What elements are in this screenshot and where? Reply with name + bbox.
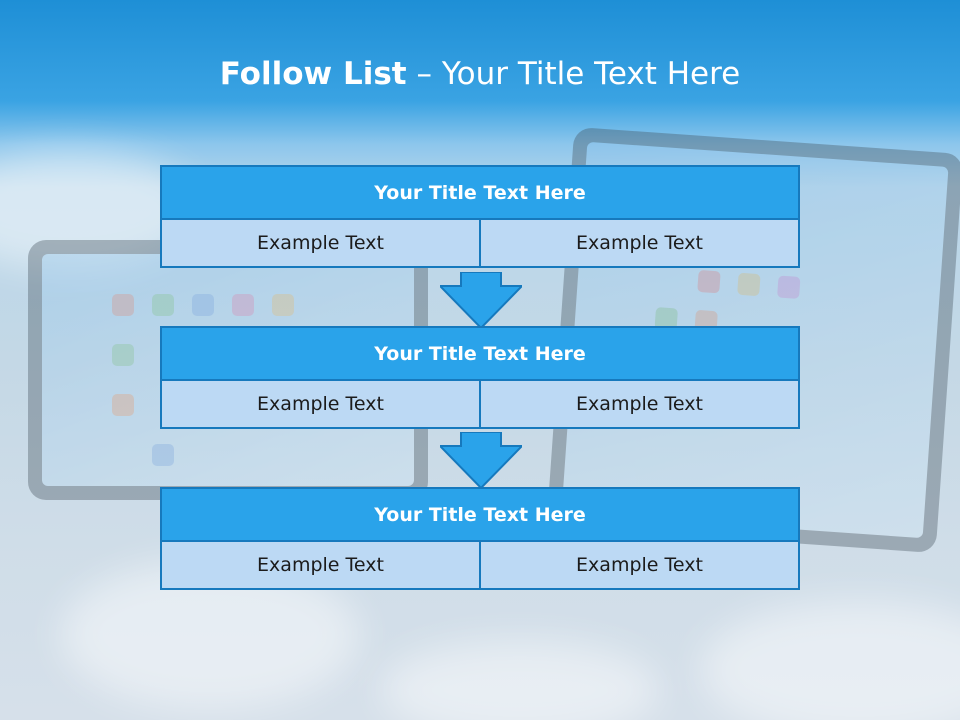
block-title: Your Title Text Here	[160, 326, 800, 381]
follow-list-block-3: Your Title Text Here Example Text Exampl…	[160, 487, 800, 590]
follow-list-block-2: Your Title Text Here Example Text Exampl…	[160, 326, 800, 429]
block-title: Your Title Text Here	[160, 487, 800, 542]
follow-list-block-1: Your Title Text Here Example Text Exampl…	[160, 165, 800, 268]
down-arrow-icon	[440, 432, 522, 490]
block-cell-right: Example Text	[481, 542, 800, 590]
block-title: Your Title Text Here	[160, 165, 800, 220]
block-cell-left: Example Text	[160, 542, 481, 590]
block-row: Example Text Example Text	[160, 542, 800, 590]
slide-title-rest: – Your Title Text Here	[406, 56, 741, 92]
block-cell-right: Example Text	[481, 381, 800, 429]
block-cell-left: Example Text	[160, 220, 481, 268]
slide-title: Follow List – Your Title Text Here	[0, 56, 960, 92]
block-row: Example Text Example Text	[160, 220, 800, 268]
slide-title-bold: Follow List	[219, 56, 407, 92]
block-cell-left: Example Text	[160, 381, 481, 429]
down-arrow-icon	[440, 272, 522, 330]
block-cell-right: Example Text	[481, 220, 800, 268]
block-row: Example Text Example Text	[160, 381, 800, 429]
